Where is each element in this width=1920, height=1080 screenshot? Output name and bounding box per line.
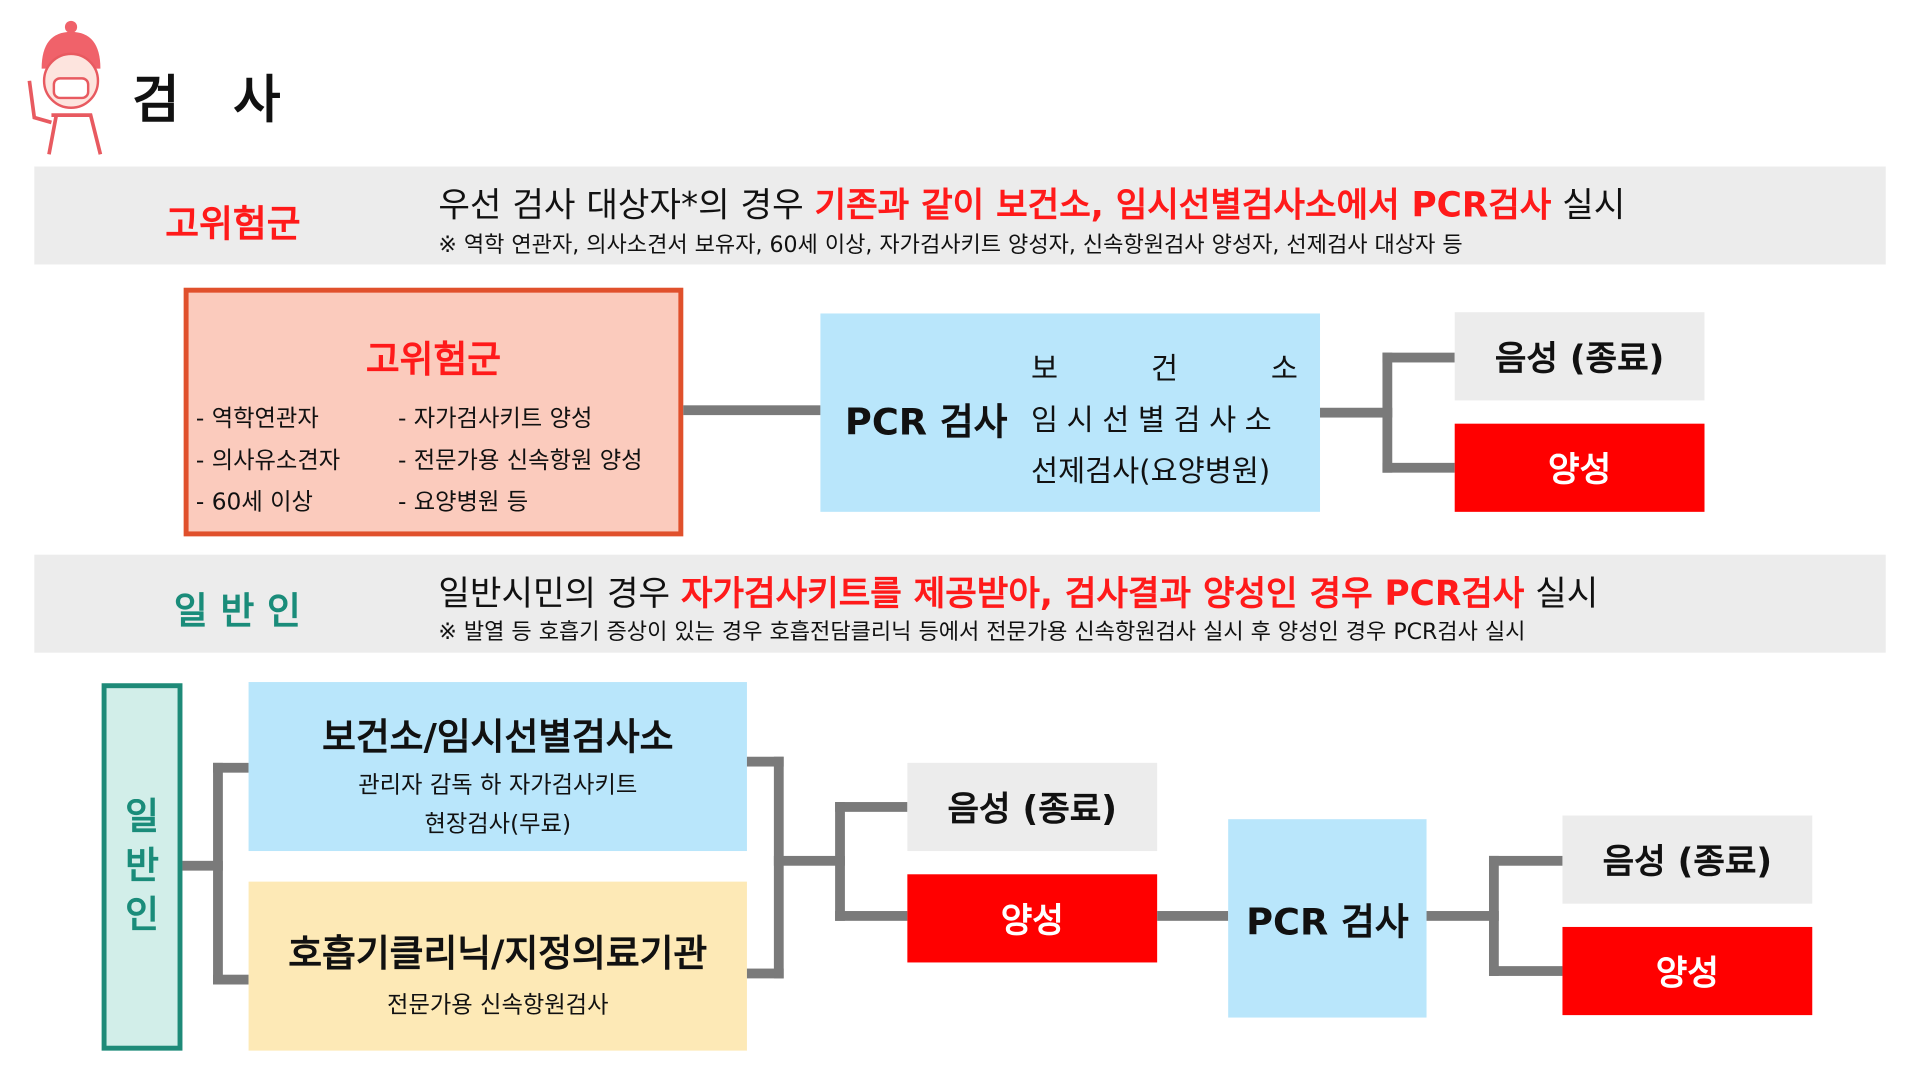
group-char: 인 <box>125 893 159 937</box>
negative-result: 음성 (종료) <box>1454 312 1705 401</box>
high-risk-group-title: 고위험군 <box>365 339 502 383</box>
text-segment: 일반시민의 경우 <box>438 573 681 614</box>
site1-line: 현장검사(무료) <box>424 810 572 838</box>
pcr-title: PCR 검사 <box>844 401 1008 445</box>
connector <box>835 911 908 921</box>
positive-result: 양성 <box>907 874 1158 963</box>
risk-item: - 60세 이상 <box>195 488 313 516</box>
pcr-test-box: PCR 검사 <box>1228 819 1427 1018</box>
pcr-place: 선제검사(요양병원) <box>1031 454 1271 489</box>
connector <box>746 756 784 767</box>
negative-result: 음성 (종료) <box>1562 815 1813 904</box>
connector <box>1382 352 1455 363</box>
page-title: 검 사 <box>132 69 281 130</box>
connector <box>773 756 784 979</box>
positive-result: 양성 <box>1454 423 1705 512</box>
risk-item: - 자가검사키트 양성 <box>397 405 593 433</box>
site2-line: 전문가용 신속항원검사 <box>387 991 609 1019</box>
pcr-place: 보 건 소 <box>1031 351 1298 386</box>
connector <box>213 974 249 985</box>
text-segment: 실시 <box>1524 573 1599 614</box>
site2-title: 호흡기클리닉/지정의료기관 <box>288 933 708 976</box>
site1-line: 관리자 감독 하 자가검사키트 <box>358 771 638 799</box>
connector <box>1382 462 1455 473</box>
high-risk-main-text: 우선 검사 대상자*의 경우 기존과 같이 보건소, 임시선별검사소에서 PCR… <box>438 179 1625 228</box>
high-risk-label: 고위험군 <box>165 203 301 247</box>
pcr-test-box: PCR 검사 보 건 소 임시선별검사소 선제검사(요양병원) <box>820 313 1321 512</box>
general-main-text: 일반시민의 경우 자가검사키트를 제공받아, 검사결과 양성인 경우 PCR검사… <box>438 567 1598 616</box>
nurse-mascot-icon <box>27 20 103 155</box>
connector <box>773 855 845 866</box>
high-risk-banner <box>34 166 1886 265</box>
connector <box>746 968 784 979</box>
risk-item: - 요양병원 등 <box>397 488 529 516</box>
highlight-text: 자가검사키트를 제공받아, 검사결과 양성인 경우 PCR검사 <box>680 573 1525 614</box>
connector <box>1488 855 1499 976</box>
general-label: 일 반 인 <box>173 590 301 634</box>
text-segment: 실시 <box>1551 184 1626 226</box>
connector <box>1426 911 1499 921</box>
connector <box>1157 911 1229 921</box>
group-char: 반 <box>125 844 159 888</box>
general-group-box: 일 반 인 <box>101 683 183 1051</box>
connector <box>835 802 845 921</box>
screening-center-box: 보건소/임시선별검사소 관리자 감독 하 자가검사키트 현장검사(무료) <box>248 682 747 852</box>
connector <box>213 762 249 773</box>
connector <box>1382 352 1393 473</box>
negative-result: 음성 (종료) <box>907 762 1158 852</box>
connector <box>835 802 908 812</box>
clinic-box: 호흡기클리닉/지정의료기관 전문가용 신속항원검사 <box>248 881 747 1051</box>
risk-item: - 역학연관자 <box>195 405 319 433</box>
text-segment: 우선 검사 대상자*의 경우 <box>438 184 815 226</box>
connector <box>683 405 821 416</box>
general-note: ※ 발열 등 호흡기 증상이 있는 경우 호흡전담클리닉 등에서 전문가용 신속… <box>438 619 1526 646</box>
site1-title: 보건소/임시선별검사소 <box>322 716 674 760</box>
highlight-text: 기존과 같이 보건소, 임시선별검사소에서 PCR검사 <box>814 184 1552 226</box>
risk-item: - 전문가용 신속항원 양성 <box>397 446 643 474</box>
connector <box>182 860 223 871</box>
connector <box>1488 855 1563 866</box>
high-risk-note: ※ 역학 연관자, 의사소견서 보유자, 60세 이상, 자가검사키트 양성자,… <box>438 232 1463 259</box>
connector <box>213 762 223 985</box>
risk-item: - 의사유소견자 <box>195 446 341 474</box>
connector <box>1488 966 1563 976</box>
connector <box>1320 407 1393 418</box>
high-risk-group-box: 고위험군 - 역학연관자 - 자가검사키트 양성 - 의사유소견자 - 전문가용… <box>183 287 684 537</box>
group-char: 일 <box>125 795 159 839</box>
pcr-place: 임시선별검사소 <box>1031 402 1281 438</box>
positive-result: 양성 <box>1562 926 1813 1016</box>
general-banner <box>34 554 1886 653</box>
